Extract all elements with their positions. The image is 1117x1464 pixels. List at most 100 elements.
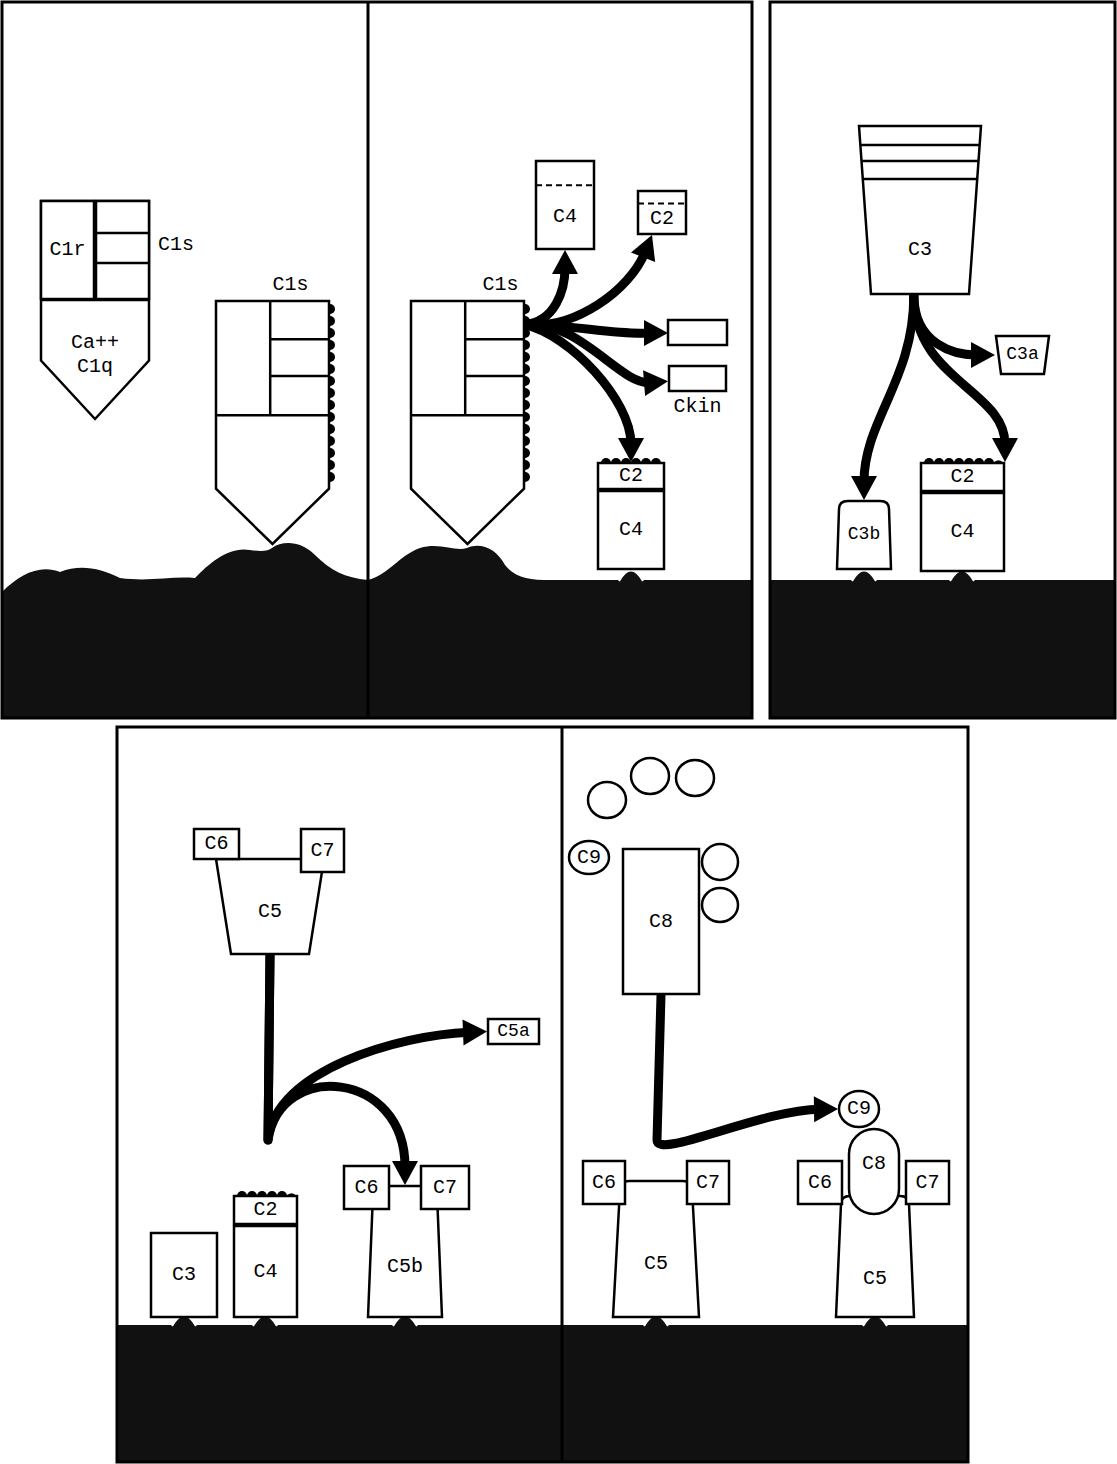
subunit-line: [270, 375, 329, 378]
c7-bound: C7: [420, 1165, 470, 1210]
reaction-arrow: [914, 295, 995, 368]
active-site: [330, 388, 335, 398]
c3-bound: C3: [150, 1232, 218, 1318]
active-site: [525, 436, 530, 446]
arrow-shaft: [525, 252, 645, 325]
c9-molecule: [631, 758, 669, 794]
component-name: C4: [253, 1260, 277, 1284]
box: [151, 1233, 217, 1317]
active-site: [934, 458, 944, 463]
active-site: [525, 316, 530, 326]
active-site: [611, 458, 621, 463]
c8-bound: C8: [848, 1128, 900, 1215]
active-site: [330, 328, 335, 338]
box: [488, 1019, 539, 1044]
cleavage-fragment: [668, 320, 727, 345]
component-name: C6: [592, 1171, 616, 1195]
arrow-head: [644, 320, 668, 346]
component-label: C1s: [272, 273, 308, 297]
active-site: [954, 458, 964, 463]
bell-shape: [836, 1196, 914, 1317]
domain-line: [860, 144, 979, 147]
active-site: [525, 364, 530, 374]
active-site: [330, 304, 335, 314]
reaction-arrow: [525, 325, 644, 463]
component-name: C5: [644, 1252, 668, 1276]
box: [798, 1161, 842, 1204]
component-name: C7: [310, 839, 334, 863]
active-site: [330, 460, 335, 470]
active-site: [277, 1191, 287, 1196]
reaction-arrow: [914, 295, 1018, 462]
subunit-line: [411, 414, 524, 417]
c9-molecule: [588, 782, 626, 818]
c5a-fragment: C5a: [487, 1018, 540, 1045]
c1r-subunit: C1r: [40, 200, 95, 300]
panel-frame: [2, 2, 752, 718]
component-name: C6: [808, 1171, 832, 1195]
component-name: C4: [619, 518, 643, 542]
c7-bound: C7: [686, 1160, 730, 1205]
domain-line: [862, 160, 979, 163]
active-site: [525, 460, 530, 470]
box: [234, 1226, 297, 1317]
c7-bound: C7: [905, 1160, 950, 1205]
arrow-shaft: [268, 955, 405, 1167]
c4-bound: C4: [233, 1225, 298, 1318]
active-site: [330, 412, 335, 422]
domain-line: [863, 178, 977, 181]
active-site: [964, 458, 974, 463]
c3a-fragment: C3a: [995, 335, 1050, 375]
c3b-fragment: C3b: [836, 500, 892, 570]
box: [41, 201, 94, 299]
component-name: C8: [649, 910, 673, 934]
component-name: C7: [433, 1176, 457, 1200]
active-site: [330, 316, 335, 326]
component-label: C1s: [158, 233, 194, 257]
binding-site: [852, 571, 876, 582]
component-name: C7: [696, 1171, 720, 1195]
active-site: [330, 400, 335, 410]
component-name: C4: [553, 205, 577, 229]
c9-molecule: [702, 844, 738, 880]
c6-bound: C6: [797, 1160, 843, 1205]
c9-bound: C9: [838, 1090, 880, 1128]
active-site: [621, 458, 631, 463]
box: [536, 161, 594, 249]
c3-protein: C3: [858, 125, 982, 295]
c1-complex: Ca++ C1qC1rC1s: [40, 200, 150, 420]
arrow-head: [814, 1096, 838, 1122]
bound-c1: C1s: [215, 300, 330, 545]
bound-c1-outline: [215, 300, 330, 545]
active-site: [330, 424, 335, 434]
subunit-line: [270, 338, 329, 341]
box: [921, 463, 1004, 491]
kinin-fragment-outline: [668, 365, 727, 392]
active-site: [330, 364, 335, 374]
component-label: C1s: [482, 273, 518, 297]
active-site: [525, 388, 530, 398]
component-name: C3: [908, 238, 932, 262]
component-name: C2: [950, 465, 974, 489]
c2-protein: C2: [637, 190, 687, 235]
active-site: [525, 352, 530, 362]
active-site: [525, 424, 530, 434]
arrow-head: [971, 342, 995, 368]
c4-bound: C4: [920, 492, 1005, 572]
c6-bound: C6: [343, 1165, 390, 1210]
arrow-shaft: [525, 325, 631, 445]
active-site: [631, 458, 641, 463]
active-site: [330, 376, 335, 386]
active-site: [525, 340, 530, 350]
panel-divider: [561, 727, 564, 1462]
active-site: [525, 400, 530, 410]
component-name: C5b: [387, 1255, 423, 1279]
c2-bound: C2: [233, 1195, 298, 1225]
c4-bound: C4: [597, 490, 665, 570]
arrow-head: [631, 235, 655, 262]
active-site: [525, 304, 530, 314]
cell-surface: [117, 1325, 968, 1462]
arrow-head: [618, 438, 644, 462]
component-name: C6: [204, 832, 228, 856]
arrow-head: [851, 476, 877, 500]
